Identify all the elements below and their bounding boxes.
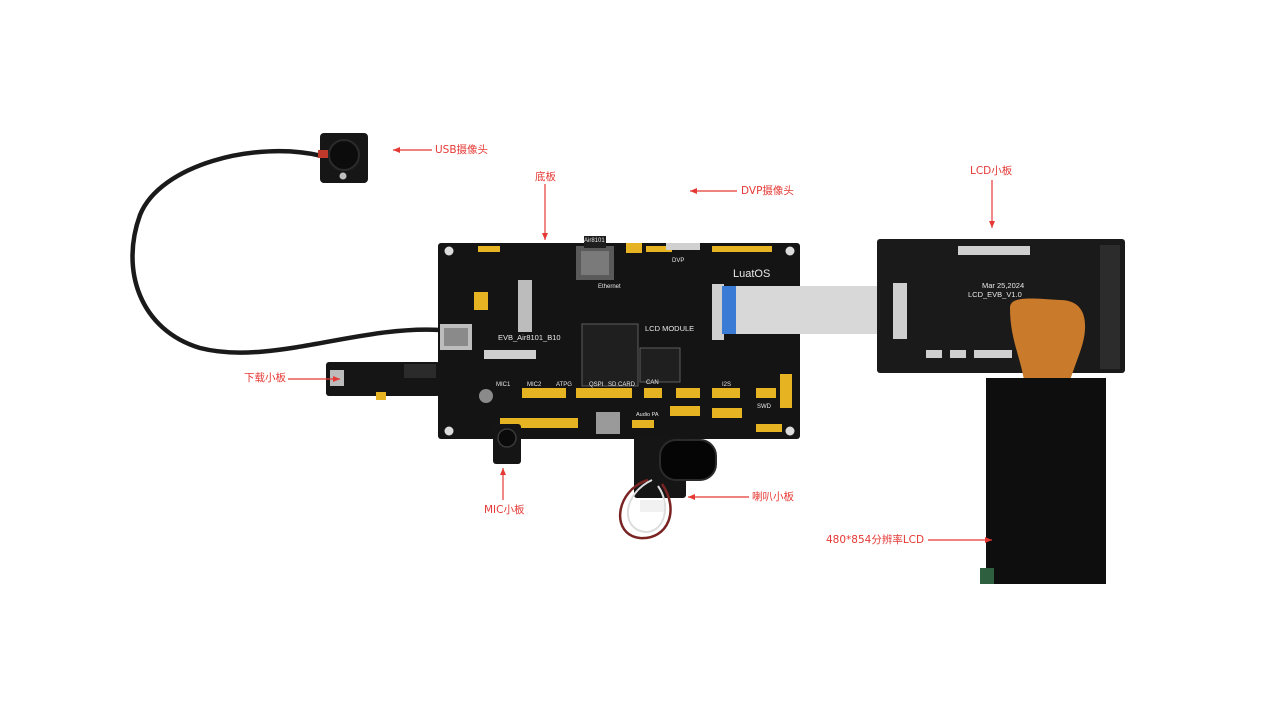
download-board-label: 下载小板 (244, 372, 286, 384)
board-dvp-text: DVP (672, 258, 685, 264)
board-module-chip-text: Air8101 (584, 238, 605, 244)
lcd-flex-cable (1010, 298, 1086, 380)
board-brand-text: LuatOS (733, 268, 771, 280)
speaker-board-label: 喇叭小板 (752, 491, 794, 503)
board-mic2-text: MIC2 (527, 382, 542, 388)
board-model-text: EVB_Air8101_B10 (498, 333, 561, 342)
base-board (438, 236, 800, 439)
board-audio-pa-text: Audio PA (636, 412, 659, 418)
mic-board-label: MIC小板 (484, 504, 525, 516)
board-swd-text: SWD (757, 404, 771, 410)
board-can-text: CAN (646, 380, 659, 386)
usb-camera-label: USB摄像头 (435, 144, 489, 156)
board-sd-card-text: SD CARD (608, 382, 636, 388)
download-small-board (326, 362, 440, 400)
board-mic1-text: MIC1 (496, 382, 511, 388)
lcd-small-board (877, 239, 1125, 373)
mic-small-board (493, 424, 521, 464)
usb-camera-cable (130, 148, 443, 355)
lcd-board-model-text: LCD_EVB_V1.0 (968, 290, 1022, 299)
base-board-label: 底板 (535, 171, 556, 183)
board-atpg-text: ATPG (556, 382, 572, 388)
lcd-panel-label: 480*854分辨率LCD (826, 534, 925, 546)
lcd-panel (980, 378, 1106, 584)
board-ethernet-text: Ethernet (598, 284, 621, 290)
board-i2s-text: I2S (722, 382, 732, 388)
board-qspi-text: QSPI (589, 382, 604, 388)
board-lcd-module-text: LCD MODULE (645, 324, 695, 333)
dvp-camera-label: DVP摄像头 (741, 185, 794, 197)
speaker-small-board (618, 436, 717, 540)
lcd-board-label: LCD小板 (970, 165, 1013, 177)
lcd-ribbon-cable (722, 286, 900, 334)
lcd-board-date-text: Mar 25,2024 (982, 281, 1025, 290)
usb-camera (318, 133, 368, 183)
